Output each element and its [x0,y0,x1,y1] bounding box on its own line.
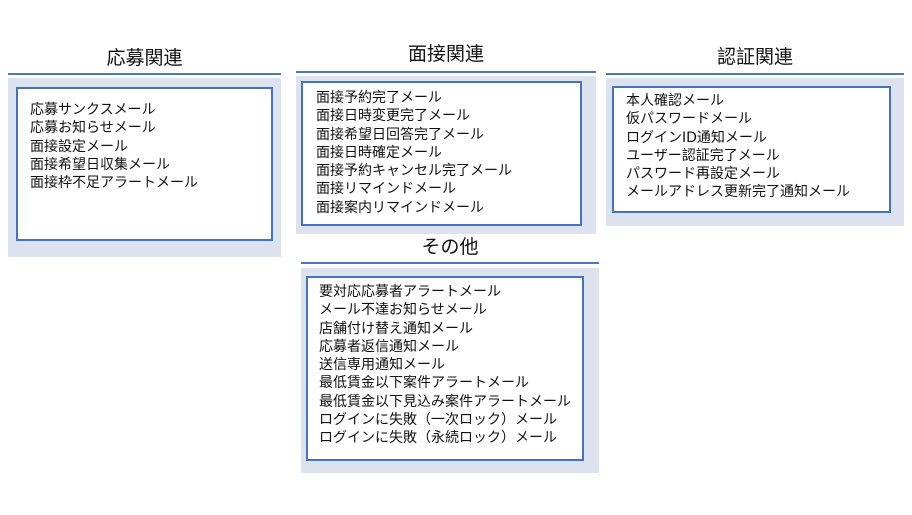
mail-item: 面接希望日収集メール [30,156,170,173]
mail-item: パスワード再設定メール [626,166,780,183]
section-rule-sonota [301,262,599,264]
mail-item: 応募サンクスメール [30,102,156,118]
mail-item: 本人確認メール [626,93,724,109]
section-title-ninsho: 認証関連 [716,46,793,68]
mail-item: 店舗付け替え通知メール [319,320,473,337]
mail-item: 要対応応募者アラートメール [319,284,501,300]
mail-item: 仮パスワードメール [626,111,752,128]
mail-item: 面接日時確定メール [316,144,442,161]
section-title-mensetsu: 面接関連 [407,43,484,65]
mail-list-oubo: 応募サンクスメール 応募お知らせメール 面接設定メール 面接希望日収集メール 面… [30,101,198,192]
mail-list-box-sonota [306,276,584,461]
section-title-sonota: その他 [421,236,479,258]
section-rule-oubo [8,73,281,75]
section-title-oubo: 応募関連 [106,47,183,69]
mail-item: メールアドレス更新完了通知メール [626,184,850,201]
mail-item: 面接希望日回答完了メール [316,126,484,143]
mail-item: ログインに失敗（永続ロック）メール [319,430,557,447]
mail-item: 面接予約キャンセル完了メール [316,163,512,180]
mail-item: ログインID通知メール [626,129,767,146]
mail-list-box-mensetsu [301,81,582,226]
mail-item: 応募お知らせメール [30,120,156,137]
mail-item: ログインに失敗（一次ロック）メール [319,412,557,429]
mail-item: 送信専用通知メール [319,357,445,374]
mail-item: 面接リマインドメール [316,181,456,198]
mail-item: 最低賃金以下見込み案件アラートメール [319,393,571,410]
mail-item: ユーザー認証完了メール [626,147,780,164]
mail-item: 面接枠不足アラートメール [30,175,198,192]
mail-list-sonota: 要対応応募者アラートメール メール不達お知らせメール 店舗付け替え通知メール 応… [319,283,571,448]
section-rule-ninsho [606,73,904,75]
mail-item: 面接日時変更完了メール [316,108,470,125]
mail-item: 面接設定メール [30,138,128,155]
mail-list-box-oubo [16,87,273,241]
mail-list-mensetsu: 面接予約完了メール 面接日時変更完了メール 面接希望日回答完了メール 面接日時確… [316,89,512,217]
mail-item: 面接案内リマインドメール [316,199,484,216]
section-rule-mensetsu [296,71,596,73]
mail-item: 面接予約完了メール [316,90,442,106]
mail-item: 応募者返信通知メール [319,338,459,355]
mail-list-box-ninsho [612,86,891,213]
mail-list-ninsho: 本人確認メール 仮パスワードメール ログインID通知メール ユーザー認証完了メー… [626,92,850,202]
mail-item: 最低賃金以下案件アラートメール [319,375,529,392]
mail-item: メール不達お知らせメール [319,302,487,319]
